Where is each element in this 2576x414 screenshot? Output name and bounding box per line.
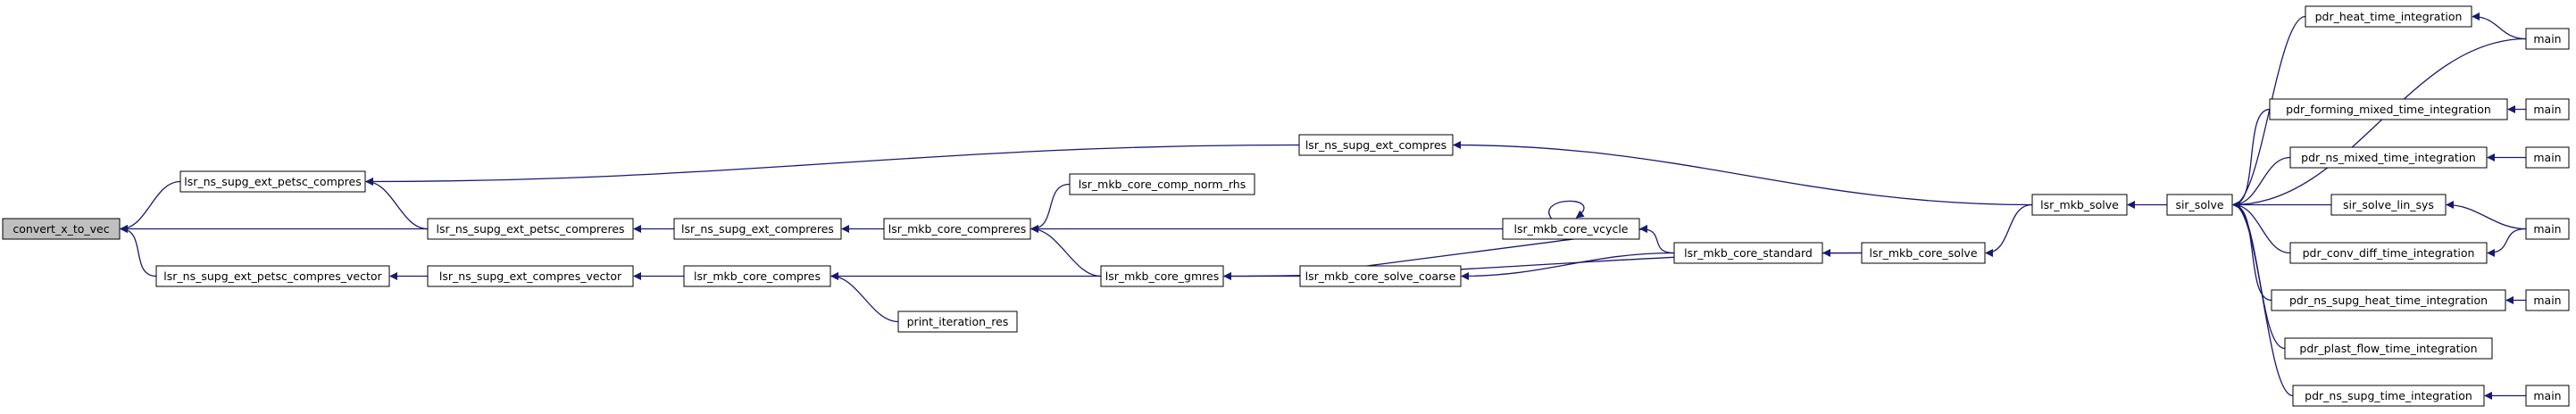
node-lsr-mkb-core-standard[interactable]: lsr_mkb_core_standard: [1673, 242, 1823, 264]
node-lsr-mkb-core-compres[interactable]: lsr_mkb_core_compres: [683, 265, 831, 287]
node-label: lsr_ns_supg_ext_petsc_compres: [184, 175, 362, 188]
node-lsr-mkb-core-vcycle[interactable]: lsr_mkb_core_vcycle: [1502, 218, 1640, 240]
node-label: lsr_ns_supg_ext_compreres: [681, 222, 834, 236]
node-pdr-plast-flow-time-integration[interactable]: pdr_plast_flow_time_integration: [2284, 337, 2493, 360]
node-label: lsr_mkb_core_gmres: [1105, 269, 1219, 283]
node-label: pdr_conv_diff_time_integration: [2303, 246, 2475, 260]
call-edge: [365, 144, 1300, 186]
node-pdr-ns-supg-heat-time-integration[interactable]: pdr_ns_supg_heat_time_integration: [2271, 289, 2506, 311]
node-label: lsr_mkb_core_compreres: [888, 222, 1027, 236]
call-edge: [2232, 201, 2294, 397]
call-edge: [2232, 201, 2272, 302]
node-label: sir_solve: [2175, 198, 2223, 211]
node-label: pdr_plast_flow_time_integration: [2299, 342, 2477, 355]
node-main-ns-mixed[interactable]: main: [2525, 146, 2570, 169]
node-label: lsr_mkb_core_comp_norm_rhs: [1079, 178, 1246, 191]
node-label: lsr_ns_supg_ext_compres_vector: [439, 269, 622, 283]
node-lsr-mkb-solve[interactable]: lsr_mkb_solve: [2031, 194, 2128, 216]
node-lsr-ns-supg-ext-compreres[interactable]: lsr_ns_supg_ext_compreres: [673, 218, 842, 240]
call-edge: [2232, 37, 2527, 209]
call-edge: [2446, 201, 2527, 230]
node-sir-solve-lin-sys[interactable]: sir_solve_lin_sys: [2330, 194, 2447, 216]
node-pdr-ns-mixed-time-integration[interactable]: pdr_ns_mixed_time_integration: [2289, 146, 2488, 169]
node-lsr-mkb-core-solve[interactable]: lsr_mkb_core_solve: [1861, 242, 1986, 264]
node-label: main: [2533, 389, 2561, 402]
node-lsr-ns-supg-ext-petsc-compres[interactable]: lsr_ns_supg_ext_petsc_compres: [179, 170, 366, 193]
node-label: convert_x_to_vec: [13, 222, 109, 236]
call-edge: [1639, 225, 1675, 254]
call-edge: [1030, 183, 1071, 233]
call-edge: [830, 272, 899, 323]
call-edge: [1030, 225, 1102, 277]
node-print-iteration-res[interactable]: print_iteration_res: [897, 310, 1018, 333]
call-edge: [2232, 201, 2291, 254]
node-lsr-mkb-core-comp-norm-rhs[interactable]: lsr_mkb_core_comp_norm_rhs: [1069, 173, 1255, 195]
node-sir-solve[interactable]: sir_solve: [2166, 194, 2233, 216]
node-label: lsr_mkb_core_vcycle: [1513, 222, 1628, 236]
node-label: lsr_mkb_solve: [2040, 198, 2119, 211]
call-edge: [2232, 156, 2291, 209]
node-main-conv-diff[interactable]: main: [2525, 218, 2570, 240]
call-edge: [1985, 203, 2033, 257]
node-main-forming[interactable]: main: [2525, 98, 2570, 120]
node-label: lsr_ns_supg_ext_petsc_compreres: [436, 222, 624, 236]
node-label: main: [2533, 32, 2561, 46]
node-lsr-mkb-core-gmres[interactable]: lsr_mkb_core_gmres: [1100, 265, 1224, 287]
node-label: sir_solve_lin_sys: [2343, 198, 2434, 211]
nodes: convert_x_to_vec lsr_ns_supg_ext_petsc_c…: [2, 5, 2570, 407]
node-label: pdr_ns_supg_time_integration: [2305, 389, 2472, 402]
node-main-supg-heat[interactable]: main: [2525, 289, 2570, 311]
node-lsr-ns-supg-ext-petsc-compres-vector[interactable]: lsr_ns_supg_ext_petsc_compres_vector: [155, 265, 390, 287]
call-edge: [120, 180, 181, 233]
node-label: pdr_heat_time_integration: [2315, 10, 2463, 23]
edges: [120, 12, 2527, 400]
call-edge: [1548, 200, 1585, 219]
call-edge: [365, 178, 429, 230]
call-edge: [1461, 252, 1675, 280]
node-label: main: [2533, 222, 2561, 236]
node-label: main: [2533, 294, 2561, 307]
node-pdr-forming-mixed-time-integration[interactable]: pdr_forming_mixed_time_integration: [2269, 98, 2508, 120]
node-main-supg[interactable]: main: [2525, 385, 2570, 407]
node-lsr-mkb-core-solve-coarse[interactable]: lsr_mkb_core_solve_coarse: [1299, 265, 1462, 287]
call-edge: [2232, 108, 2271, 209]
call-edge: [120, 225, 157, 277]
node-label: lsr_mkb_core_compres: [694, 269, 821, 283]
node-lsr-ns-supg-ext-compres[interactable]: lsr_ns_supg_ext_compres: [1298, 134, 1454, 156]
node-label: lsr_mkb_core_standard: [1684, 246, 1813, 260]
call-edge: [1453, 141, 2033, 206]
node-lsr-ns-supg-ext-petsc-compreres[interactable]: lsr_ns_supg_ext_petsc_compreres: [427, 218, 634, 240]
node-label: main: [2533, 103, 2561, 116]
node-label: print_iteration_res: [907, 315, 1009, 328]
node-label: main: [2533, 151, 2561, 164]
node-lsr-ns-supg-ext-compres-vector[interactable]: lsr_ns_supg_ext_compres_vector: [427, 265, 634, 287]
node-label: pdr_forming_mixed_time_integration: [2286, 103, 2491, 116]
node-label: pdr_ns_mixed_time_integration: [2301, 151, 2476, 164]
node-pdr-heat-time-integration[interactable]: pdr_heat_time_integration: [2305, 5, 2472, 28]
call-edge: [2487, 228, 2527, 257]
node-main-heat[interactable]: main: [2525, 28, 2570, 50]
node-label: lsr_ns_supg_ext_petsc_compres_vector: [163, 269, 382, 283]
call-edge: [2472, 12, 2527, 40]
node-label: lsr_mkb_core_solve: [1869, 246, 1977, 260]
node-label: lsr_ns_supg_ext_compres: [1305, 138, 1446, 152]
node-label: lsr_mkb_core_solve_coarse: [1305, 269, 1456, 283]
node-pdr-ns-supg-time-integration[interactable]: pdr_ns_supg_time_integration: [2292, 385, 2485, 407]
node-pdr-conv-diff-time-integration[interactable]: pdr_conv_diff_time_integration: [2289, 242, 2488, 264]
node-label: pdr_ns_supg_heat_time_integration: [2289, 294, 2488, 307]
node-convert-x-to-vec[interactable]: convert_x_to_vec: [2, 218, 121, 240]
node-lsr-mkb-core-compreres[interactable]: lsr_mkb_core_compreres: [883, 218, 1031, 240]
